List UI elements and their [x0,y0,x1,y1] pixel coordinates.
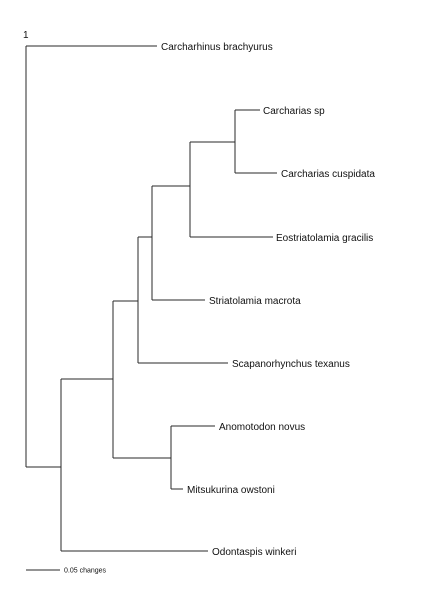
scale-bar-label: 0.05 changes [64,568,107,575]
taxon-label-carcharias-cuspidata: Carcharias cuspidata [281,169,375,180]
taxon-label-mitsukurina-owstoni: Mitsukurina owstoni [187,485,275,496]
taxon-label-anomotodon-novus: Anomotodon novus [219,422,305,433]
taxon-label-eostriatolamia-gracilis: Eostriatolamia gracilis [276,233,373,244]
taxon-label-striatolamia-macrota: Striatolamia macrota [209,296,301,307]
tree-number-label: 1 [23,30,29,41]
taxon-label-carcharhinus-brachyurus: Carcharhinus brachyurus [161,42,273,53]
taxon-label-carcharias-sp: Carcharias sp [263,106,325,117]
taxon-label-odontaspis-winkeri: Odontaspis winkeri [212,547,296,558]
taxon-label-scapanorhynchus-texanus: Scapanorhynchus texanus [232,359,350,370]
